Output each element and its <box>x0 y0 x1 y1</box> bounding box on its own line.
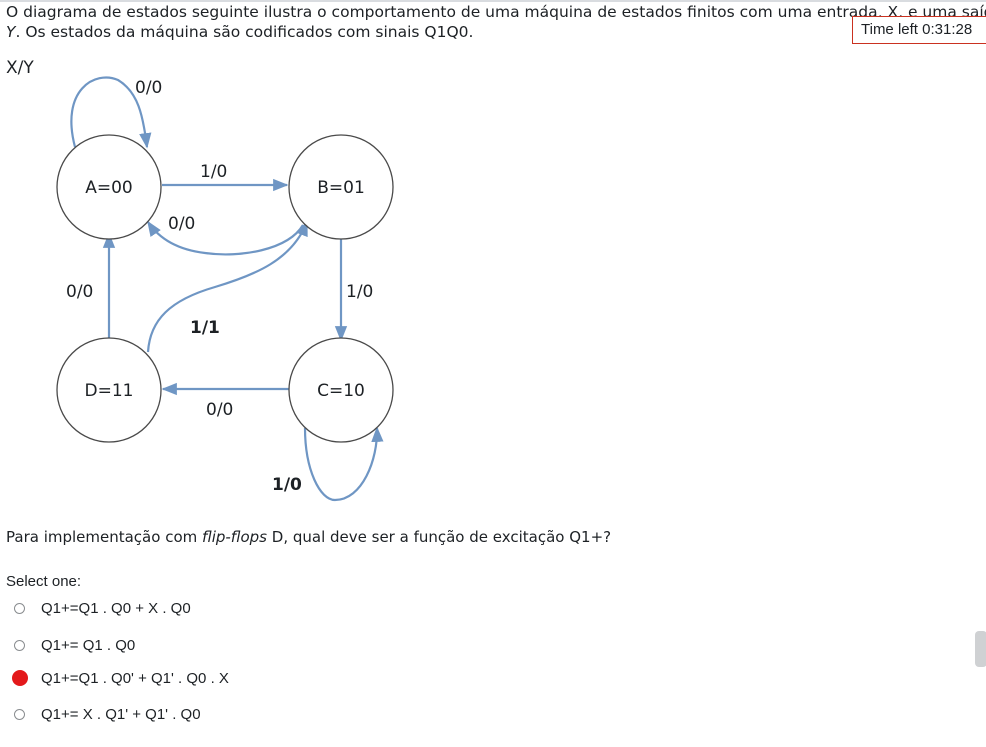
label-c-to-d: 0/0 <box>206 400 233 420</box>
state-d-circle <box>56 337 162 443</box>
state-b-label: B=01 <box>317 178 365 198</box>
state-d: D=11 <box>56 337 162 443</box>
question-line-1: O diagrama de estados seguinte ilustra o… <box>6 3 986 21</box>
scrollbar-thumb[interactable] <box>975 631 986 667</box>
answer-option-3[interactable]: Q1+=Q1 . Q0' + Q1' . Q0 . X <box>12 668 229 688</box>
transition-d-to-b <box>146 220 309 353</box>
label-b-to-c: 1/0 <box>346 282 373 302</box>
time-left-indicator: Time left 0:31:28 <box>852 16 986 44</box>
answer-option-label: Q1+=Q1 . Q0 + X . Q0 <box>41 599 191 617</box>
radio-button[interactable] <box>14 708 25 720</box>
state-c-label: C=10 <box>317 381 365 401</box>
output-variable: Y <box>6 23 16 41</box>
answer-option-4[interactable]: Q1+= X . Q1' + Q1' . Q0 <box>14 704 201 724</box>
legend-label: X/Y <box>6 58 34 78</box>
state-c-circle <box>288 337 394 443</box>
state-diagram: A=00 B=01 C=10 D=11 X/Y 0/0 1/0 0/0 0/0 … <box>6 58 394 502</box>
question-line-2-rest: . Os estados da máquina são codificados … <box>15 23 474 41</box>
state-b-circle <box>288 134 394 240</box>
radio-button-selected[interactable] <box>12 670 28 686</box>
transition-a-self <box>70 76 152 149</box>
radio-button[interactable] <box>14 602 25 614</box>
label-d-to-b: 1/1 <box>190 318 220 338</box>
radio-button[interactable] <box>14 639 25 651</box>
label-b-to-a: 0/0 <box>168 214 195 234</box>
answer-option-1[interactable]: Q1+=Q1 . Q0 + X . Q0 <box>14 598 191 618</box>
prompt-after: D, qual deve ser a função de excitação Q… <box>267 528 612 546</box>
prompt-emphasis: flip-flops <box>202 528 267 546</box>
state-c: C=10 <box>288 337 394 443</box>
answer-option-label: Q1+= X . Q1' + Q1' . Q0 <box>41 705 201 723</box>
transition-b-to-a <box>147 220 304 256</box>
question-text: O diagrama de estados seguinte ilustra o… <box>6 2 986 42</box>
state-a-circle <box>56 134 162 240</box>
question-line-2: Y. Os estados da máquina são codificados… <box>6 22 851 42</box>
prompt-before: Para implementação com <box>6 528 202 546</box>
state-a-label: A=00 <box>85 178 133 198</box>
answer-option-2[interactable]: Q1+= Q1 . Q0 <box>14 635 135 655</box>
answer-option-label: Q1+= Q1 . Q0 <box>41 636 136 654</box>
top-divider <box>0 0 986 2</box>
select-one-label: Select one: <box>6 573 82 590</box>
transition-c-self <box>303 426 384 502</box>
label-c-self: 1/0 <box>272 475 302 495</box>
label-d-to-a: 0/0 <box>66 282 93 302</box>
state-a: A=00 <box>56 134 162 240</box>
answer-option-label: Q1+=Q1 . Q0' + Q1' . Q0 . X <box>41 669 229 687</box>
question-prompt: Para implementação com flip-flops D, qua… <box>6 528 611 546</box>
state-b: B=01 <box>288 134 394 240</box>
label-a-to-b: 1/0 <box>200 162 227 182</box>
label-a-self: 0/0 <box>135 78 162 98</box>
state-d-label: D=11 <box>85 381 134 401</box>
